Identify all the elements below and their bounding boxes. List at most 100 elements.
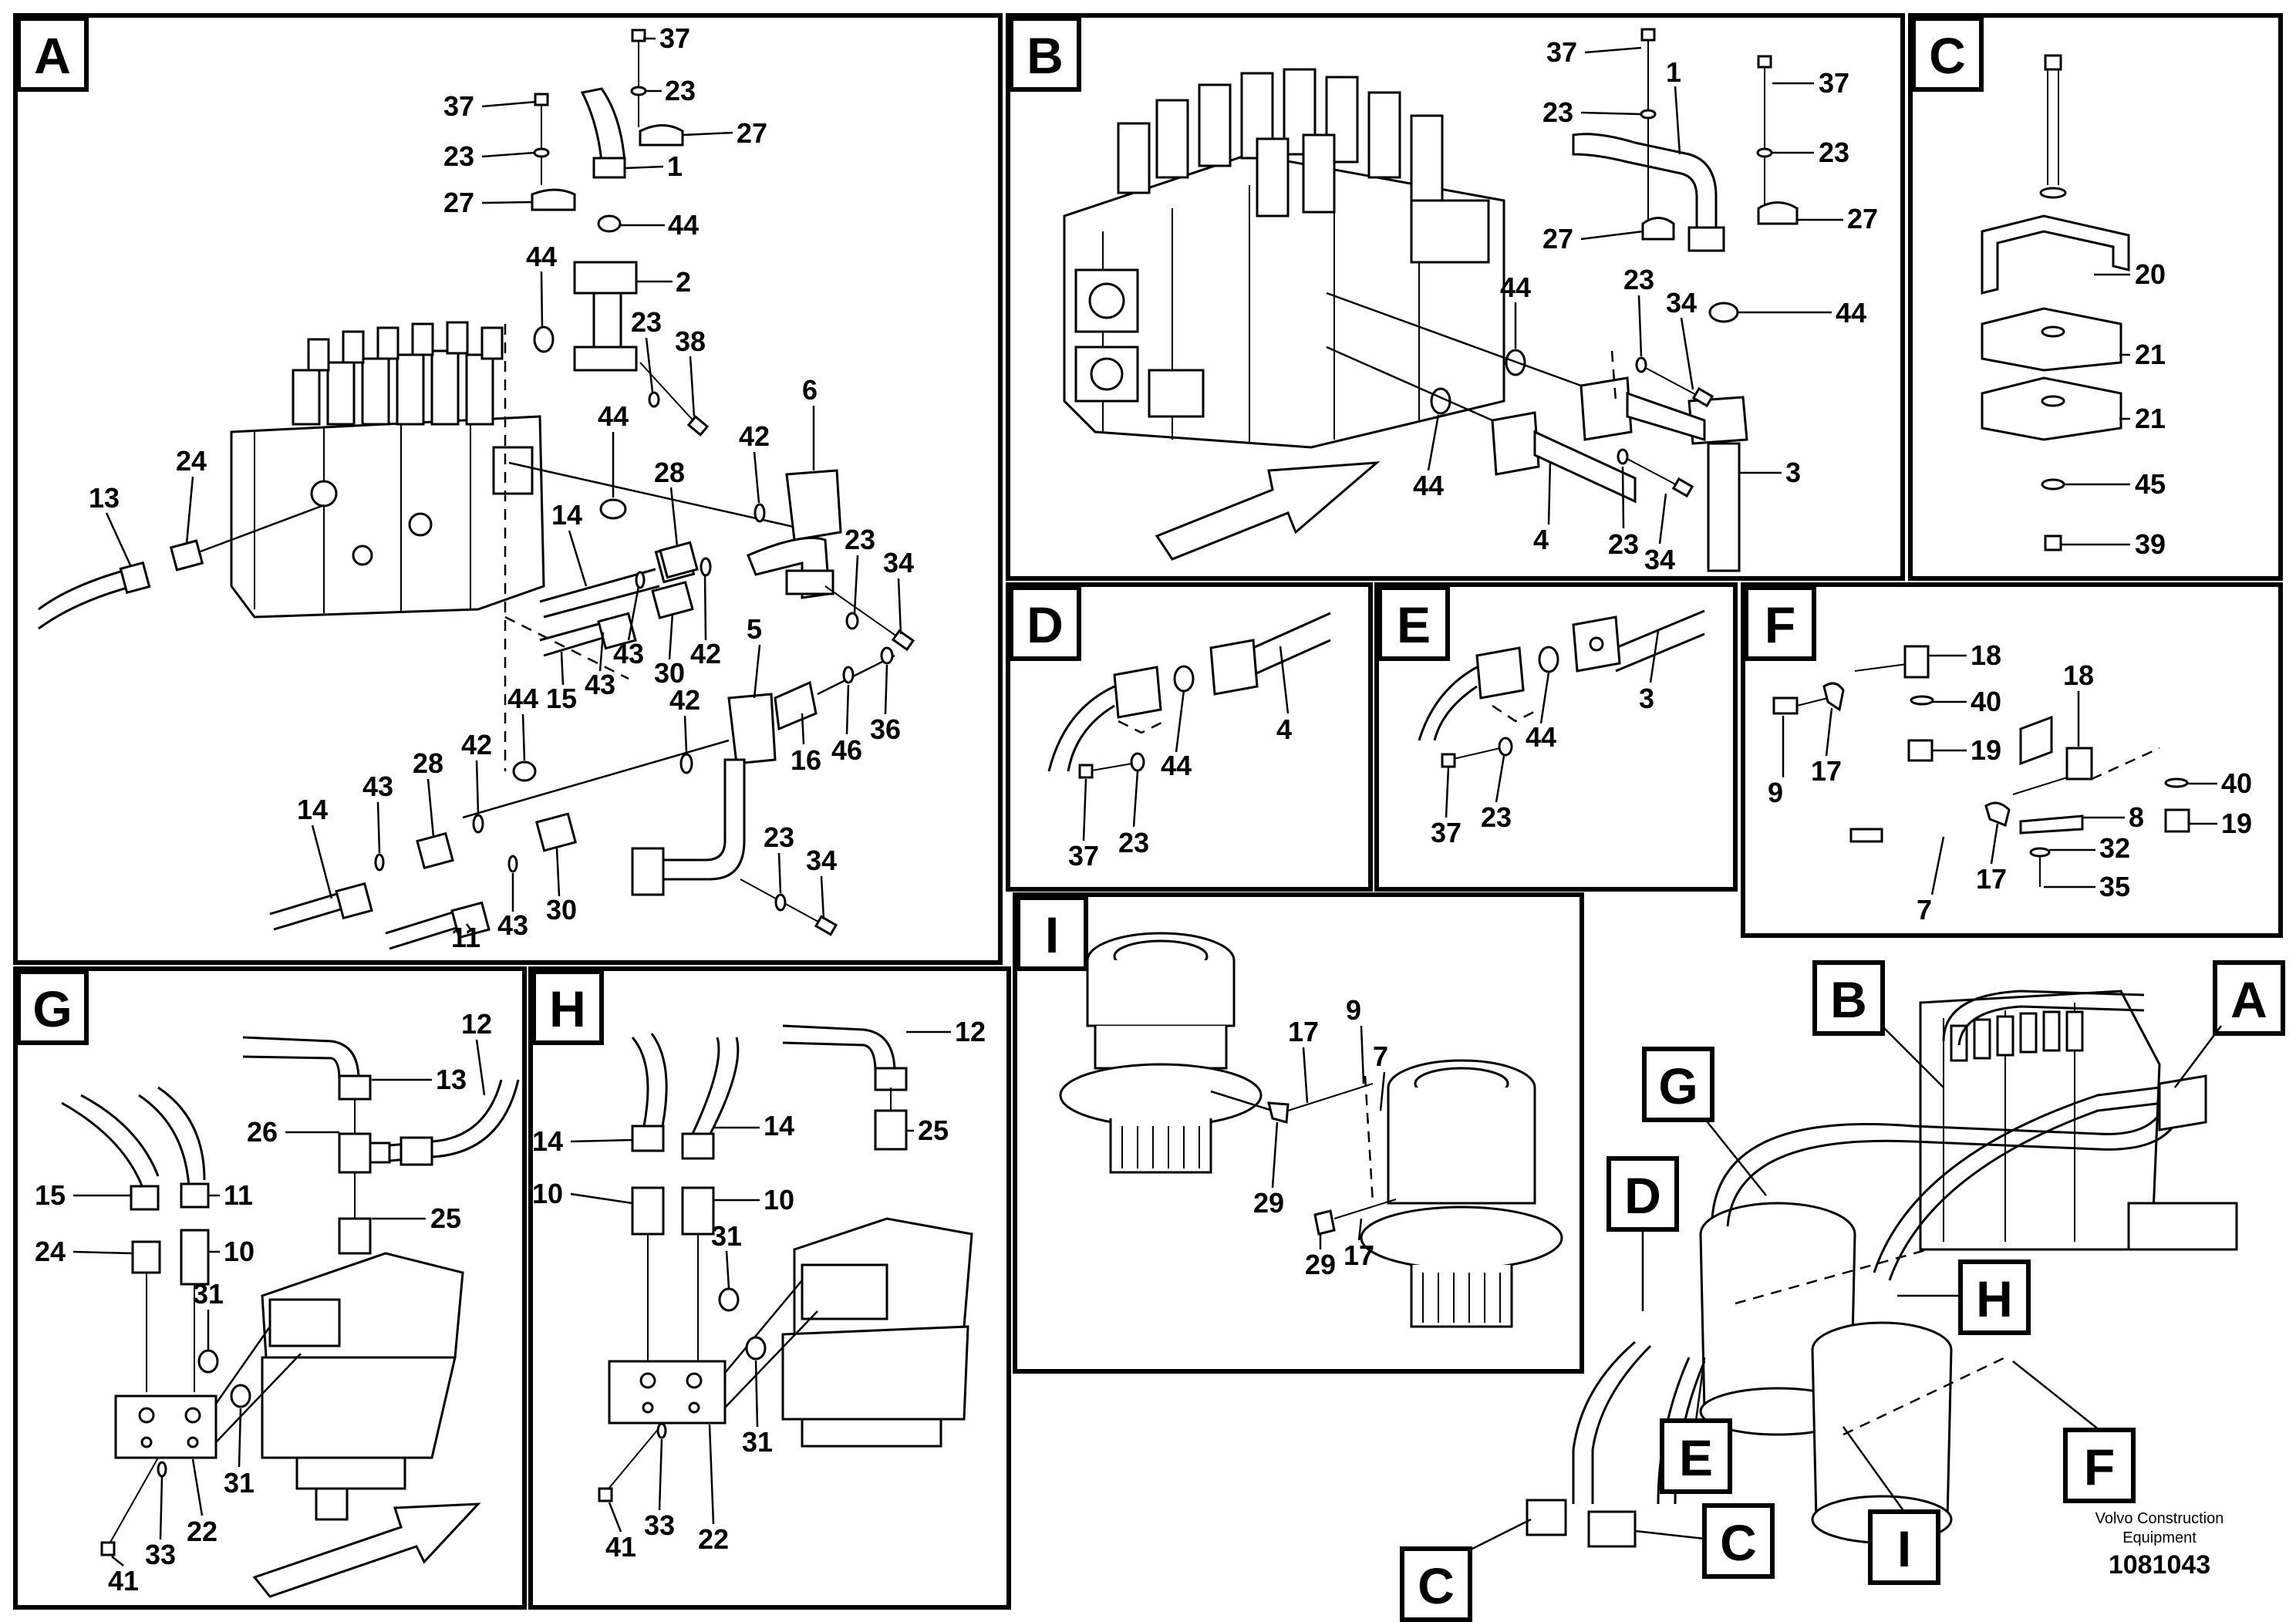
callout: 42: [669, 684, 700, 716]
callouts-panel-a: 37 23 27 37 23 27 1 44 2 44 23 38 13 24 …: [89, 22, 914, 953]
callout: 27: [737, 117, 767, 149]
callout: 24: [176, 445, 207, 477]
callout: 5: [747, 613, 762, 645]
callout: 3: [1639, 683, 1654, 714]
callout: 30: [654, 657, 685, 689]
callout: 10: [532, 1178, 563, 1209]
callout: 10: [764, 1184, 794, 1216]
svg-text:C: C: [1418, 1557, 1455, 1614]
callout: 21: [2135, 403, 2166, 434]
callout: 23: [1542, 96, 1573, 128]
callouts-panel-g: 12 13 26 25 15 11 24 10 31 22 31 41 33: [35, 1008, 492, 1597]
callout: 3: [1785, 457, 1801, 488]
panel-i-artwork: [1059, 932, 1563, 1328]
callout: 23: [1481, 801, 1512, 833]
callout: 4: [1276, 713, 1292, 745]
callout: 44: [1413, 470, 1444, 501]
svg-text:I: I: [1045, 906, 1059, 963]
panel-a-artwork: [38, 29, 915, 950]
callout: 43: [613, 638, 644, 669]
callout: 14: [551, 499, 582, 531]
callout: 25: [918, 1114, 949, 1146]
callout: 29: [1305, 1249, 1336, 1280]
callout: 28: [654, 457, 685, 488]
overview-tag-c-right: C: [1634, 1503, 1775, 1579]
panel-badge-d: D: [1009, 585, 1081, 661]
overview-tag-i: I: [1842, 1426, 1940, 1585]
callout: 39: [2135, 528, 2166, 560]
drawing-number: 1081043: [2109, 1550, 2210, 1580]
callout: 32: [2099, 832, 2130, 864]
callout: 45: [2135, 468, 2166, 500]
callout: 15: [35, 1179, 66, 1211]
callout: 24: [35, 1236, 66, 1267]
svg-text:G: G: [1658, 1057, 1698, 1114]
callout: 20: [2135, 258, 2166, 290]
svg-text:F: F: [1765, 596, 1795, 653]
panel-g-artwork: [61, 1036, 520, 1598]
callout: 31: [224, 1467, 255, 1499]
callout: 25: [430, 1202, 461, 1234]
callout: 33: [145, 1539, 176, 1570]
callout: 27: [1542, 223, 1573, 255]
callout: 18: [2063, 659, 2094, 691]
panel-badge-g: G: [16, 969, 89, 1045]
callouts-panel-i: 9 17 7 29 29 17: [1253, 994, 1388, 1280]
callout: 34: [1666, 287, 1697, 319]
callout: 7: [1373, 1040, 1388, 1072]
callout: 37: [443, 90, 474, 122]
overview-tag-f: F: [2012, 1361, 2136, 1503]
callout: 15: [546, 683, 577, 714]
callout: 28: [413, 747, 443, 779]
brand-line2: Equipment: [2122, 1529, 2197, 1546]
callout: 37: [659, 22, 690, 54]
svg-text:C: C: [1720, 1514, 1757, 1571]
callout: 44: [1836, 297, 1866, 329]
panel-badge-e: E: [1377, 585, 1450, 661]
callout: 44: [507, 683, 538, 714]
callout: 19: [2221, 808, 2252, 839]
panel-c-frame: [1908, 13, 2283, 581]
callout: 44: [598, 400, 629, 432]
overview-tag-h: H: [1897, 1259, 2031, 1335]
callout: 44: [1526, 721, 1556, 753]
callout: 31: [711, 1220, 742, 1252]
overview-tag-d: D: [1607, 1156, 1679, 1311]
callout: 11: [451, 922, 480, 953]
callout: 26: [247, 1116, 278, 1148]
overview-tag-a: A: [2174, 960, 2285, 1088]
callout: 4: [1533, 524, 1549, 555]
callouts-panel-d: 4 44 37 23: [1068, 646, 1292, 872]
svg-text:E: E: [1679, 1429, 1713, 1486]
callout: 35: [2099, 871, 2130, 902]
callout: 9: [1346, 994, 1361, 1026]
callout: 23: [1623, 264, 1654, 295]
callout: 38: [675, 325, 706, 357]
svg-text:A: A: [34, 27, 71, 84]
callout: 14: [764, 1110, 794, 1141]
callout: 6: [802, 374, 818, 406]
callout: 18: [1971, 639, 2001, 671]
panel-c-artwork: [1981, 54, 2130, 551]
svg-text:B: B: [1830, 971, 1867, 1028]
callout: 31: [193, 1278, 224, 1310]
panel-badge-a: A: [16, 16, 89, 92]
svg-text:G: G: [32, 980, 72, 1037]
callout: 17: [1811, 755, 1842, 787]
callout: 19: [1971, 734, 2001, 766]
callout: 29: [1253, 1187, 1284, 1219]
svg-text:B: B: [1027, 27, 1064, 84]
svg-text:H: H: [1976, 1270, 2013, 1327]
callout: 41: [605, 1531, 636, 1563]
callout: 31: [742, 1426, 773, 1458]
callout: 23: [1118, 827, 1149, 858]
callout: 23: [443, 140, 474, 172]
callout: 23: [845, 524, 875, 555]
callout: 17: [1344, 1239, 1374, 1271]
callout: 37: [1819, 67, 1849, 99]
panel-badge-b: B: [1009, 16, 1081, 92]
panel-badge-h: H: [531, 969, 604, 1045]
callout: 34: [1644, 544, 1675, 575]
callout: 7: [1917, 894, 1932, 926]
svg-text:I: I: [1897, 1520, 1911, 1577]
